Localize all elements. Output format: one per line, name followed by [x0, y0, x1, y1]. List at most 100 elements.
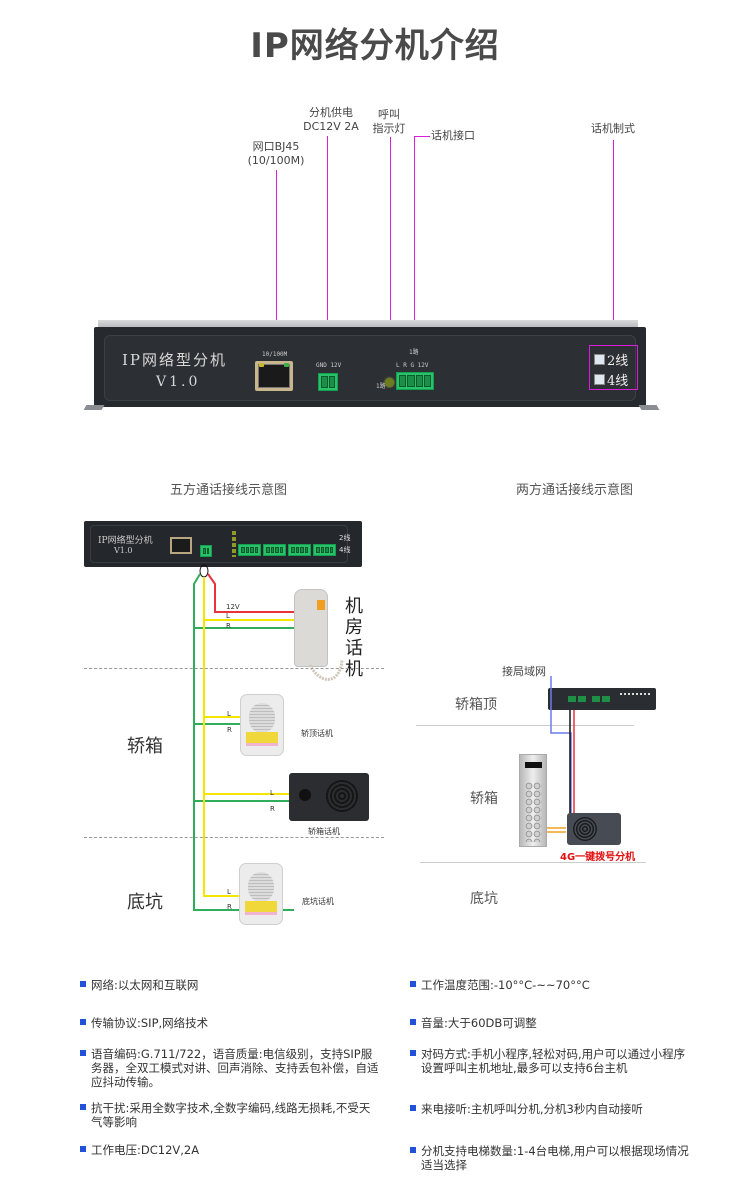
callout-network-port-line2: (10/100M)	[247, 154, 305, 167]
five-way-terminal-3	[288, 544, 311, 556]
device-version: V1.0	[156, 374, 201, 390]
car-intercom-label: 轿箱话机	[308, 827, 340, 836]
five-way-zone-divider-1	[84, 668, 384, 669]
feature-network: 网络:以太网和互联网	[80, 978, 198, 992]
callout-phone-mode: 话机制式	[591, 122, 635, 135]
bullet-icon	[80, 1146, 86, 1152]
feature-protocol: 传输协议:SIP,网络技术	[80, 1016, 208, 1030]
zone-car-top: 轿箱顶	[455, 697, 497, 713]
power-terminal[interactable]	[318, 373, 338, 391]
five-way-device-face	[90, 525, 348, 563]
bullet-icon	[410, 981, 416, 987]
cable-bundle	[199, 564, 209, 578]
feature-auto-answer: 来电接听:主机呼叫分机,分机3秒内自动接听	[410, 1102, 643, 1116]
callout-hline-phone	[414, 136, 430, 137]
feature-pairing: 对码方式:手机小程序,轻松对码,用户可以通过小程序设置呼叫主机地址,最多可以支持…	[410, 1047, 690, 1075]
mode-4-wire-button-icon	[594, 374, 605, 385]
callout-power: 分机供电 DC12V 2A	[296, 106, 366, 134]
4g-dialer-speaker	[573, 817, 597, 841]
zone-pit: 底坑	[127, 892, 163, 913]
bullet-icon	[80, 1019, 86, 1025]
five-way-device-version: V1.0	[114, 546, 133, 555]
five-way-terminal-1	[238, 544, 261, 556]
callout-line-network	[276, 170, 277, 376]
five-way-zone-divider-2	[84, 837, 384, 838]
wire-12v	[207, 573, 296, 613]
wire-label-r-3: R	[270, 805, 275, 813]
car-intercom-speaker-grill	[325, 779, 359, 813]
two-way-zone-divider-2	[420, 862, 646, 863]
feature-temperature: 工作温度范围:-10°°C-~~70°°C	[410, 978, 590, 992]
device-top-cover	[98, 320, 638, 330]
car-intercom-button	[299, 789, 311, 801]
machine-room-phone	[294, 589, 328, 667]
port-label: 10/100M	[262, 351, 288, 358]
callout-line-power	[327, 136, 328, 382]
car-top-intercom-label: 轿顶话机	[301, 729, 333, 738]
wire-label-12v: 12V	[226, 603, 240, 611]
line-pins-label: L R G 12V	[396, 362, 429, 369]
machine-room-label: 机房话机	[345, 596, 363, 680]
rj45-led-green	[284, 363, 289, 367]
power-label: GND 12V	[316, 362, 342, 369]
bullet-icon	[410, 1105, 416, 1111]
five-way-title: 五方通话接线示意图	[170, 483, 288, 498]
callout-call-indicator-line1: 呼叫	[378, 108, 400, 121]
five-way-leds	[232, 531, 236, 557]
bullet-icon	[410, 1019, 416, 1025]
zone-pit-2: 底坑	[470, 891, 498, 907]
rj45-port[interactable]	[255, 361, 293, 391]
callout-line-mode	[613, 140, 614, 346]
car-intercom	[289, 773, 369, 821]
callout-network-port: 网口BJ45 (10/100M)	[236, 140, 316, 168]
wire-label-l-2: L	[227, 710, 231, 718]
callout-call-indicator: 呼叫 指示灯	[364, 108, 414, 136]
mode-2-wire-button-icon	[594, 354, 605, 365]
device-mount-left	[83, 405, 105, 410]
device-name: IP网络型分机	[122, 351, 228, 369]
five-way-device-name: IP网络型分机	[98, 536, 153, 546]
two-way-zone-divider-1	[416, 725, 634, 726]
pit-intercom	[239, 863, 283, 925]
bullet-icon	[80, 1050, 86, 1056]
phone-cord-icon	[308, 659, 344, 681]
bullet-icon	[80, 981, 86, 987]
two-way-device	[548, 688, 656, 710]
call-indicator-led	[385, 378, 394, 387]
car-top-intercom	[240, 694, 284, 756]
five-way-terminal-2	[263, 544, 286, 556]
mode-2-wire[interactable]: 2线	[594, 350, 628, 369]
wire-lan	[550, 676, 572, 822]
car-operating-panel	[519, 754, 547, 847]
wire-label-r-1: R	[226, 622, 231, 630]
feature-elevator-count: 分机支持电梯数量:1-4台电梯,用户可以根据现场情况适当选择	[410, 1144, 690, 1172]
line-label: 1路	[409, 349, 419, 356]
feature-voice-codec: 语音编码:G.711/722，语音质量:电信级别，支持SIP服务器，全双工模式对…	[80, 1047, 380, 1089]
wire-label-r-4: R	[227, 903, 232, 911]
4g-dialer-device	[567, 813, 621, 845]
feature-volume: 音量:大于60DB可调整	[410, 1016, 537, 1030]
callout-line-phone	[414, 136, 415, 380]
bullet-icon	[410, 1050, 416, 1056]
mode-4-wire[interactable]: 4线	[594, 370, 628, 389]
feature-voltage: 工作电压:DC12V,2A	[80, 1143, 199, 1157]
device-faceplate	[104, 335, 636, 401]
five-way-power-terminal	[200, 545, 212, 557]
callout-line-indicator	[390, 137, 391, 382]
mode-selector: 2线 4线	[589, 345, 638, 390]
pit-intercom-label: 底坑话机	[302, 897, 334, 906]
five-way-mode-2: 2线	[339, 534, 351, 542]
wire-label-l-3: L	[270, 789, 274, 797]
wire-label-r-2: R	[227, 726, 232, 734]
callout-power-line2: DC12V 2A	[303, 120, 359, 133]
rj45-socket	[258, 364, 290, 388]
five-way-mode-4: 4线	[339, 546, 351, 554]
zone-car: 轿箱	[127, 736, 163, 757]
five-way-terminal-4	[313, 544, 336, 556]
phone-terminal[interactable]	[396, 372, 434, 390]
zone-car-2: 轿箱	[470, 791, 498, 807]
feature-anti-interference: 抗干扰:采用全数字技术,全数字编码,线路无损耗,不受天气等影响	[80, 1101, 380, 1129]
callout-power-line1: 分机供电	[309, 106, 353, 119]
two-way-title: 两方通话接线示意图	[516, 483, 634, 498]
rj45-led-yellow	[259, 363, 264, 367]
